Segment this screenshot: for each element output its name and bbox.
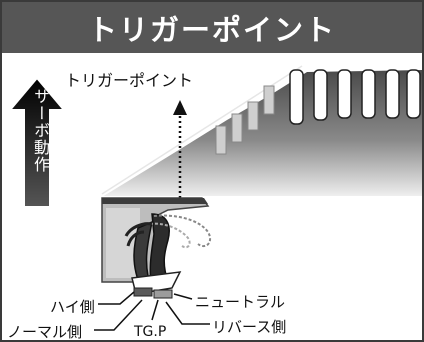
servo-arrow bbox=[7, 76, 67, 208]
neutral-label: ニュートラル bbox=[195, 293, 286, 311]
high-side-label: ハイ側 bbox=[50, 298, 95, 316]
tgp-label: TG.P bbox=[134, 324, 167, 340]
trigger-point-illustration bbox=[7, 65, 422, 331]
normal-side-label: ノーマル側 bbox=[7, 323, 83, 341]
response-bars bbox=[289, 69, 421, 125]
trigger-lever bbox=[124, 213, 212, 299]
trigger-point-label: トリガーポイント bbox=[65, 71, 194, 90]
servo-label: サーボ動作 bbox=[31, 88, 50, 173]
trigger-point-arrow bbox=[173, 100, 187, 198]
step-blocks bbox=[215, 85, 275, 155]
reverse-side-label: リバース側 bbox=[212, 318, 287, 336]
page-title: トリガーポイント bbox=[2, 2, 422, 53]
callout-lines bbox=[94, 291, 210, 331]
